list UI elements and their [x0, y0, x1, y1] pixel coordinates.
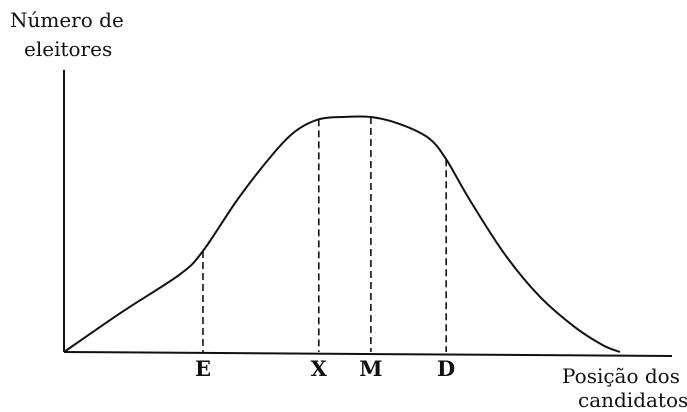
y-axis-label-line-1: Número de	[10, 8, 124, 32]
x-axis-label-line-2: candidatos	[578, 388, 687, 412]
marker-label-m: M	[359, 356, 382, 381]
x-axis	[63, 351, 673, 357]
voter-distribution-curve	[63, 115, 621, 353]
y-axis-label-line-2: eleitores	[24, 37, 112, 61]
x-axis-label-line-1: Posição dos	[562, 364, 680, 388]
marker-label-d: D	[437, 356, 455, 381]
marker-label-e: E	[195, 356, 211, 381]
marker-label-x: X	[311, 356, 328, 381]
